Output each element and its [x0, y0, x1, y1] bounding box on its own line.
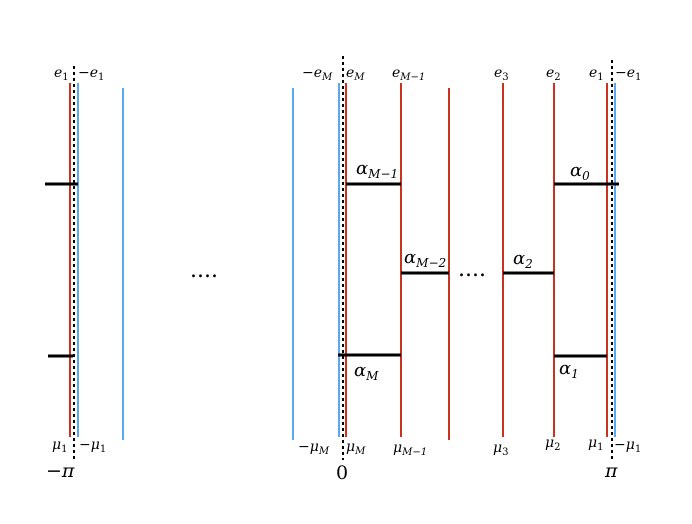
label-right-e1: e1: [589, 65, 604, 83]
label-alpha-M-1: αM−1: [356, 158, 398, 181]
axis-label-neg-pi: −π: [46, 460, 75, 482]
label-neg-muM: −μM: [298, 439, 330, 457]
label-left-neg-e1: −e1: [78, 65, 104, 83]
label-eM: eM: [346, 65, 365, 83]
label-muM: μM: [346, 439, 366, 457]
label-alpha-2: α2: [513, 248, 533, 271]
label-left-mu1: μ1: [52, 437, 67, 455]
axis-label-pi: π: [604, 460, 618, 482]
label-alpha-0: α0: [570, 160, 590, 183]
label-alpha-M-2: αM−2: [404, 247, 446, 270]
label-right-neg-mu1: −μ1: [614, 437, 641, 455]
label-e3: e3: [494, 65, 509, 83]
label-mu2: μ2: [545, 435, 560, 453]
label-mu3: μ3: [493, 440, 508, 458]
axis-label-zero: 0: [336, 462, 348, 484]
label-e2: e2: [546, 65, 561, 83]
label-neg-eM: −eM: [302, 65, 333, 83]
label-left-e1: e1: [54, 65, 69, 83]
label-muM-1: μM−1: [393, 440, 427, 458]
label-alpha-1: α1: [559, 358, 579, 381]
label-right-neg-e1: −e1: [615, 65, 641, 83]
label-right-mu1: μ1: [588, 435, 603, 453]
label-eM-1: eM−1: [392, 65, 425, 83]
label-alpha-M: αM: [354, 360, 379, 383]
inner-ellipsis: ....: [458, 257, 486, 282]
middle-ellipsis: ....: [190, 258, 218, 283]
label-left-neg-mu1: −μ1: [79, 437, 106, 455]
